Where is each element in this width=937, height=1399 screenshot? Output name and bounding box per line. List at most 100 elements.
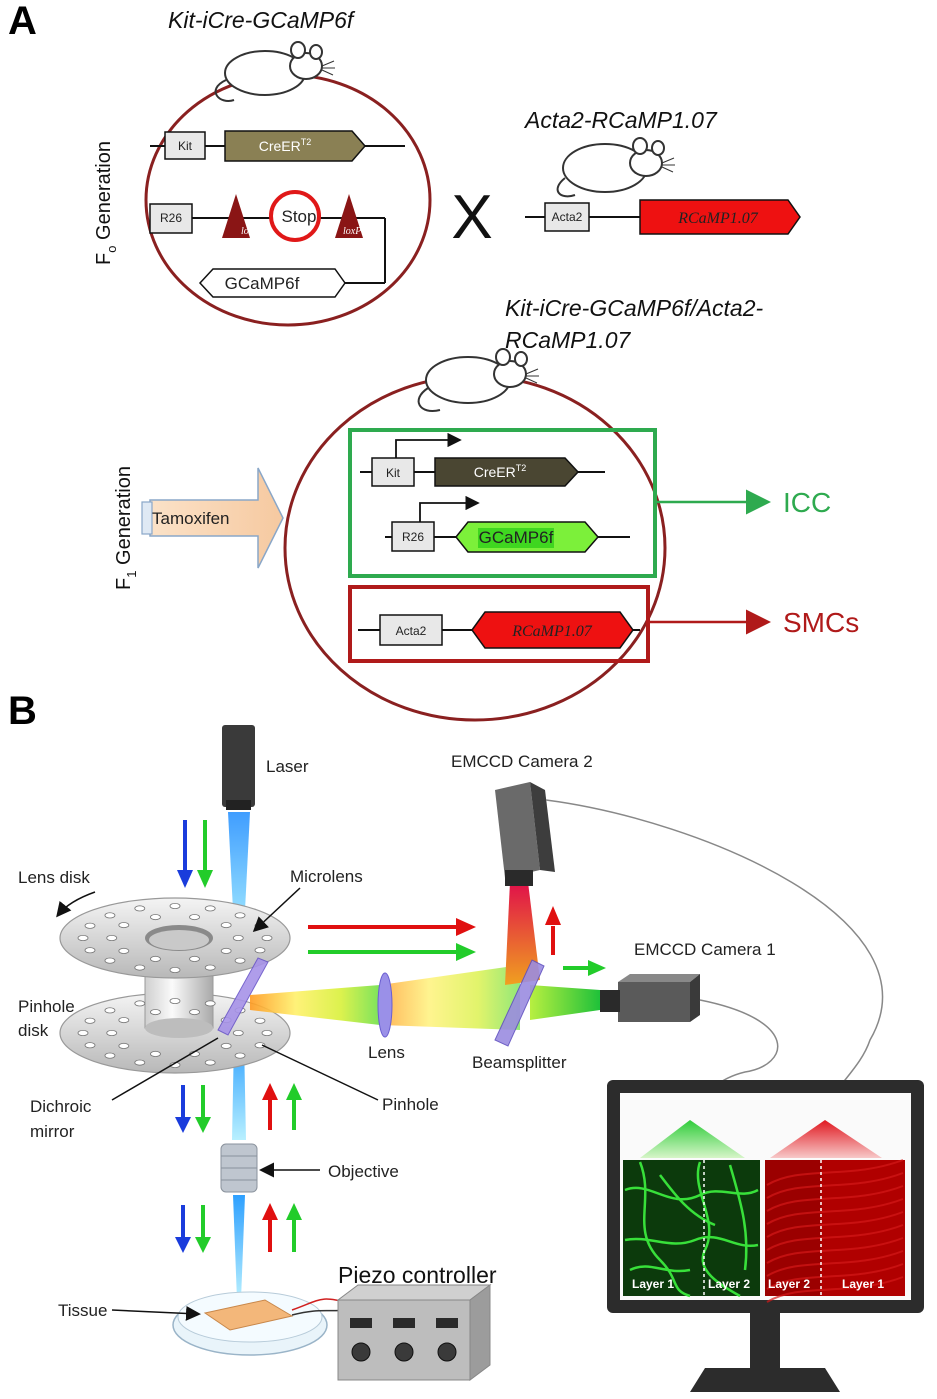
dichroic-mirror [217,957,269,1036]
red-fiber-strand [766,1250,904,1277]
piezo-controller-label: Piezo controller [338,1262,497,1288]
pinhole-label: Pinhole [382,1095,439,1114]
disk-hole [169,998,181,1005]
red-fiber-strand [766,1276,904,1303]
f0-r26-label: R26 [160,211,182,225]
camera-2-icon [495,782,555,886]
disk-hole [204,1000,216,1007]
red-green-up-arrows-1 [262,1083,302,1130]
f1-creer-label: CreERT2 [474,463,527,480]
red-green-up-arrows-2 [262,1203,302,1252]
disk-hole [118,1042,130,1049]
acta2-construct: Acta2 RCaMP1.07 [525,199,801,235]
disk-hole [118,947,130,954]
stop-circle [269,190,321,242]
disk-hole [150,955,161,962]
red-channel-triangle [770,1120,882,1158]
disk-hole [189,914,200,921]
loxp-triangle-1 [222,194,250,238]
panel-b-label: B [8,689,37,733]
tissue-sample [203,1299,294,1331]
f0-generation-label: Fo Generation [93,141,119,265]
disk-hole [220,947,232,954]
pinhole-pointer [261,1044,379,1101]
tamoxifen-arrow: Tamoxifen [141,467,284,569]
svg-text:loxP: loxP [241,226,259,237]
f1-acta2-label: Acta2 [396,624,427,638]
green-network-strand [638,1161,691,1298]
beamsplitter-label: Beamsplitter [472,1053,567,1072]
disk-hole [104,1007,116,1014]
excitation-beam-top [228,812,250,930]
red-fiber-strand [766,1263,904,1290]
disk-hole [134,905,146,912]
acta2-label-f0: Acta2 [552,210,583,224]
f1-kit-label: Kit [386,466,401,480]
rcamp-label-f0: RCaMP1.07 [677,210,759,227]
green-network-pattern [624,1161,759,1298]
beamsplitter [494,959,545,1047]
f1-title-line2: RCaMP1.07 [505,327,631,353]
red-fiber-strand [766,1237,904,1264]
tamoxifen-label: Tamoxifen [152,509,229,528]
blue-green-down-arrows-2 [175,1085,211,1133]
mouse-icon-acta2 [556,137,675,198]
pinhole-disk-label-2: disk [18,1021,49,1040]
green-channel-triangle [640,1120,745,1158]
mouse-icon-f0 [214,41,335,102]
svg-text:loxP: loxP [343,226,361,237]
disk-hole [169,903,181,910]
mouse2-title: Acta2-RCaMP1.07 [523,107,718,133]
disk-hole [232,1030,244,1037]
emission-beam-2 [380,965,520,1030]
green-emission-beam [530,985,600,1020]
pinhole-disk-label-1: Pinhole [18,997,75,1016]
disk-hole [134,964,146,971]
green-network-strand [624,1235,759,1248]
f1-acta2-construct: Acta2 RCaMP1.07 [358,611,640,649]
disk-hole [150,914,161,921]
f0-kit-construct: Kit CreERT2 [150,130,405,162]
red-layer1-label: Layer 1 [842,1277,884,1291]
disk-hole [234,957,246,964]
disk-hole [118,922,130,929]
green-network-strand [696,1161,741,1298]
emission-beam [250,985,380,1025]
f1-r26-construct: R26 GCaMP6f [385,495,630,553]
f1-rcamp-label: RCaMP1.07 [511,623,593,640]
piezo-controller-icon [336,1284,492,1381]
red-layer2-label: Layer 2 [768,1277,810,1291]
smcs-label: SMCs [783,607,859,638]
disk-hole [84,1017,96,1024]
disk-hole [254,1042,266,1049]
disk-hole [220,922,232,929]
disk-hole [189,955,200,962]
f0-r26-construct: R26 loxP Stop loxP GCaMP6f [149,190,386,298]
tissue-pointer [111,1305,201,1321]
objective-icon [220,1143,258,1193]
red-fiber-strand [766,1224,904,1251]
petri-dish-icon [172,1291,328,1356]
disk-hole [234,1052,246,1059]
red-emission-beam [505,882,540,985]
disk-hole [84,947,96,954]
beamsplitter-direction-arrows [545,906,606,976]
disk-hole [204,1059,216,1066]
disk-hole [104,1052,116,1059]
green-network-strand [659,1174,716,1227]
disk-hole [134,1000,146,1007]
disk-hole [77,935,89,942]
red-fiber-strand [766,1198,904,1225]
camera-1-label: EMCCD Camera 1 [634,940,776,959]
red-fiber-strand [766,1185,904,1212]
f1-title-line1: Kit-iCre-GCaMP6f/Acta2- [505,295,764,321]
disk-hole [134,1059,146,1066]
disk-hole [261,935,273,942]
f0-kit-label: Kit [178,139,193,153]
green-network-strand [728,1164,748,1271]
green-network-strand [629,1265,691,1273]
disk-hole [169,967,181,974]
stop-label: Stop [282,207,317,226]
red-fiber-strand [766,1172,904,1199]
disk-hole [106,1030,118,1037]
